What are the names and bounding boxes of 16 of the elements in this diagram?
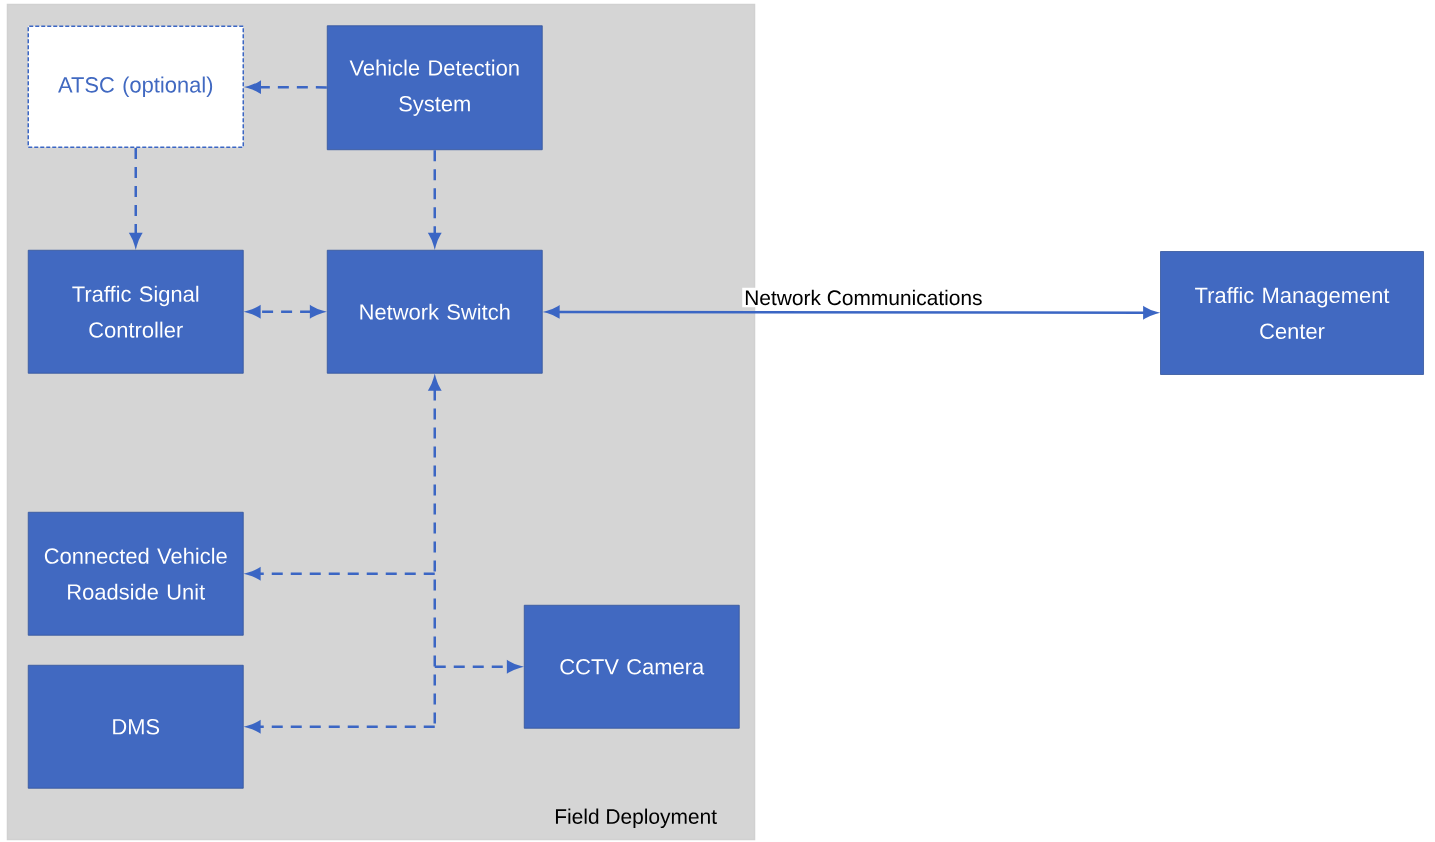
process-box: DMS [27,664,244,789]
process-box: Traffic Management Center [1160,251,1424,375]
arrow [428,150,441,247]
process-box: Traffic Signal Controller [27,249,244,374]
edge-label: Network Communications [742,287,985,308]
arrow [129,148,142,247]
process-box: Connected Vehicle Roadside Unit [27,511,244,636]
arrow [434,660,521,673]
arrow [546,305,1157,319]
arrow [247,81,327,94]
arrow [247,720,435,733]
process-box: CCTV Camera [523,604,740,729]
process-box: Network Switch [326,249,543,374]
process-box: Vehicle Detection System [326,25,543,151]
arrow [247,567,435,580]
optional-box: ATSC (optional) [27,25,244,148]
